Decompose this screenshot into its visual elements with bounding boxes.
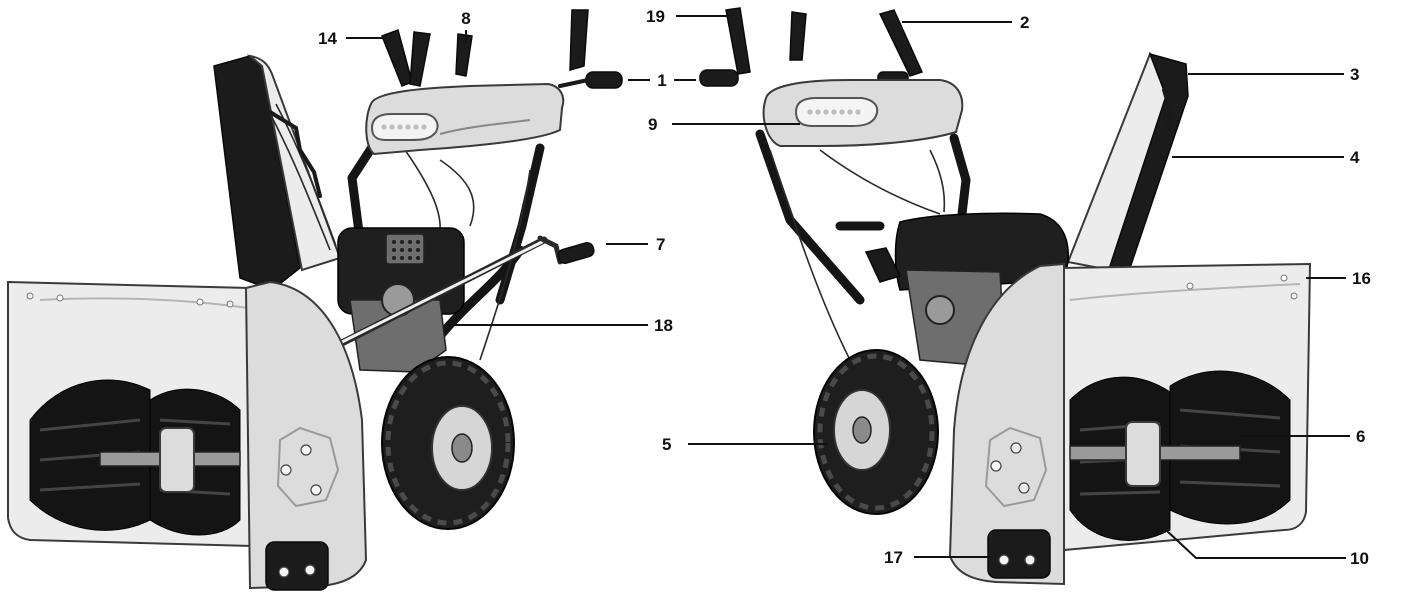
auger-right — [1069, 370, 1291, 541]
skid-shoe-left — [265, 541, 329, 591]
dashboard-right — [762, 79, 964, 147]
wheel-left — [381, 356, 515, 530]
side-plate-left — [244, 280, 368, 590]
discharge-chute-right — [1066, 51, 1189, 273]
callout-4: 4 — [1350, 148, 1360, 167]
callout-7: 7 — [656, 235, 665, 254]
headlight-right — [807, 109, 861, 115]
callout-19: 19 — [646, 7, 665, 26]
callout-18: 18 — [654, 316, 673, 335]
callout-17: 17 — [884, 548, 903, 567]
callout-10: 10 — [1350, 549, 1369, 568]
dashboard-left — [365, 82, 565, 156]
engine-left — [337, 227, 465, 373]
callout-9: 9 — [648, 115, 657, 134]
auger-left — [29, 379, 241, 536]
snow-blower-left-view — [7, 9, 623, 591]
callout-3: 3 — [1350, 65, 1359, 84]
headlight-left — [381, 124, 427, 130]
wheel-right — [813, 349, 939, 515]
discharge-chute-left — [213, 54, 342, 291]
control-levers-right — [699, 7, 924, 87]
leader-line-10 — [1165, 529, 1346, 559]
chute-crank-left — [332, 235, 595, 350]
callout-1: 1 — [657, 71, 666, 90]
callout-14: 14 — [318, 29, 337, 48]
handlebar-right — [755, 129, 971, 361]
side-plate-right — [948, 262, 1065, 586]
callout-16: 16 — [1352, 269, 1371, 288]
skid-shoe-right — [987, 529, 1051, 579]
callout-2: 2 — [1020, 13, 1029, 32]
callout-5: 5 — [662, 435, 671, 454]
callout-labels: 1 2 3 4 5 6 7 8 9 10 14 16 17 18 19 — [318, 7, 1371, 568]
leader-lines — [346, 15, 1350, 559]
control-levers-left — [381, 9, 623, 89]
callout-8: 8 — [461, 9, 470, 28]
callout-6: 6 — [1356, 427, 1365, 446]
snow-blower-right-view — [699, 7, 1312, 586]
